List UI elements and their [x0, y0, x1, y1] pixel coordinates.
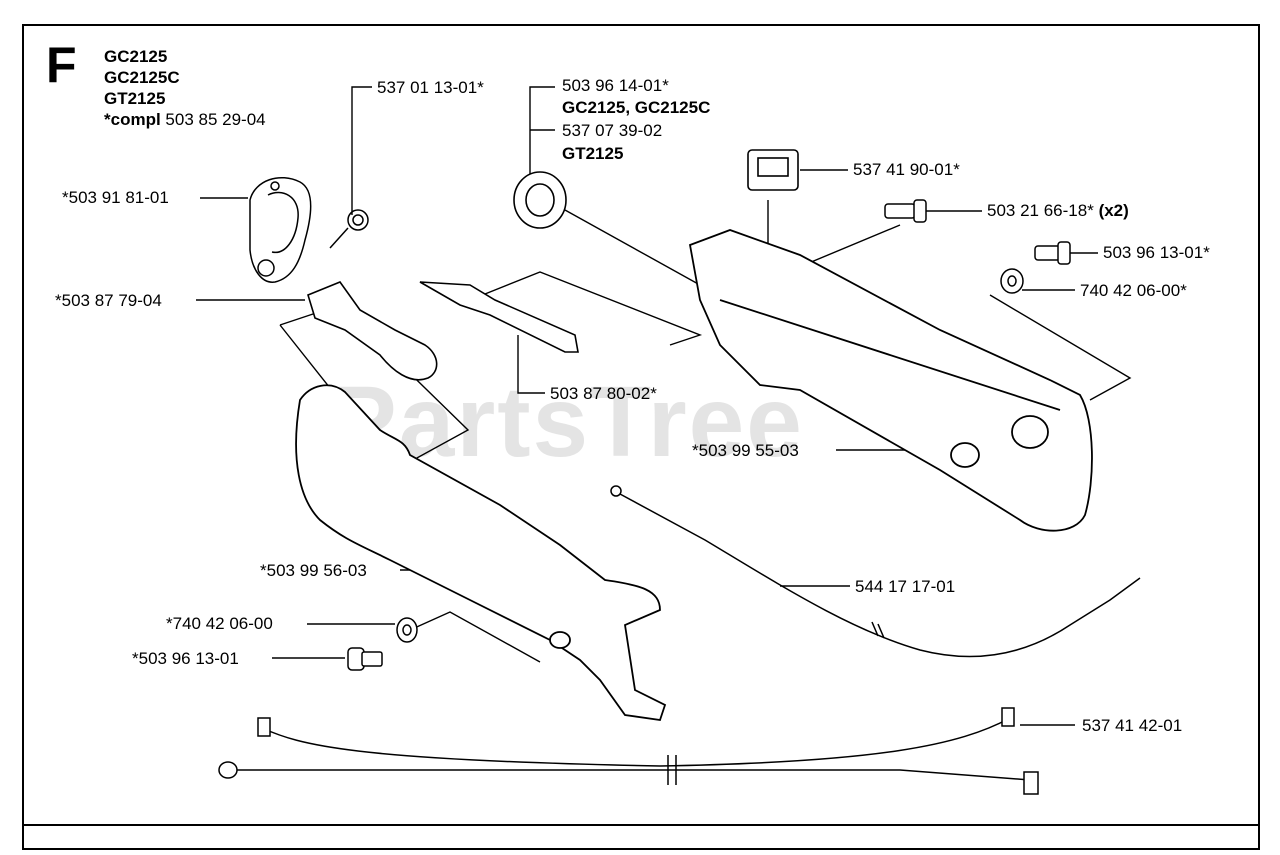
model-3: GT2125 — [104, 89, 166, 108]
label-740-42-06-00-left: *740 42 06-00 — [166, 614, 273, 633]
label-503-21-66-18-number: 503 21 66-18* — [987, 201, 1094, 220]
label-740-42-06-00: 740 42 06-00* — [1080, 281, 1187, 300]
label-qty: (x2) — [1098, 201, 1129, 220]
section-letter: F — [46, 37, 77, 93]
label-537-07-39-02: 537 07 39-02 — [562, 121, 663, 140]
guide-throttle — [469, 271, 703, 346]
label-503-99-55-03: *503 99 55-03 — [692, 441, 799, 460]
part-switch — [747, 149, 799, 191]
part-housing-right — [688, 229, 1093, 532]
part-screw-right — [1034, 241, 1071, 265]
label-models-gt: GT2125 — [562, 144, 624, 163]
part-throttle-cable — [610, 485, 1141, 658]
label-544-17-17-01: 544 17 17-01 — [855, 577, 956, 596]
part-washer-right — [1000, 268, 1024, 294]
label-503-96-13-01-left: *503 96 13-01 — [132, 649, 239, 668]
label-models-gc: GC2125, GC2125C — [562, 98, 711, 117]
label-537-01-13-01: 537 01 13-01* — [377, 78, 484, 97]
label-503-91-81-01: *503 91 81-01 — [62, 188, 169, 207]
part-stop-cable — [218, 707, 1039, 795]
part-plate — [249, 177, 312, 283]
part-housing-left — [295, 384, 667, 721]
label-503-87-79-04: *503 87 79-04 — [55, 291, 162, 310]
guide-screw-bottom — [409, 611, 541, 663]
part-spring — [329, 209, 369, 249]
compl-prefix: *compl — [104, 110, 161, 129]
compl-number: 503 85 29-04 — [165, 110, 266, 129]
part-washer-left — [396, 617, 418, 643]
part-throttle — [419, 281, 579, 353]
part-screw-left — [347, 647, 383, 671]
model-1: GC2125 — [104, 47, 168, 66]
label-503-99-56-03: *503 99 56-03 — [260, 561, 367, 580]
part-lever — [307, 281, 438, 381]
label-537-41-42-01: 537 41 42-01 — [1082, 716, 1183, 735]
diagram-frame — [22, 24, 1260, 850]
model-list: GC2125 GC2125C GT2125 *compl 503 85 29-0… — [104, 46, 266, 130]
label-537-41-90-01: 537 41 90-01* — [853, 160, 960, 179]
bottom-rule — [22, 824, 1260, 826]
complete-assembly-note: *compl 503 85 29-04 — [104, 109, 266, 130]
label-503-87-80-02: 503 87 80-02* — [550, 384, 657, 403]
leader-p9 — [517, 335, 545, 394]
model-2: GC2125C — [104, 68, 180, 87]
part-ring — [513, 171, 567, 229]
label-503-96-13-01: 503 96 13-01* — [1103, 243, 1210, 262]
part-screw-top — [884, 199, 927, 223]
leader-p1 — [351, 86, 372, 215]
guide-right — [989, 294, 1132, 401]
label-503-21-66-18: 503 21 66-18* (x2) — [987, 201, 1129, 221]
leader-p2 — [529, 86, 555, 180]
label-503-96-14-01: 503 96 14-01* — [562, 76, 669, 95]
guide-ring — [564, 209, 701, 286]
